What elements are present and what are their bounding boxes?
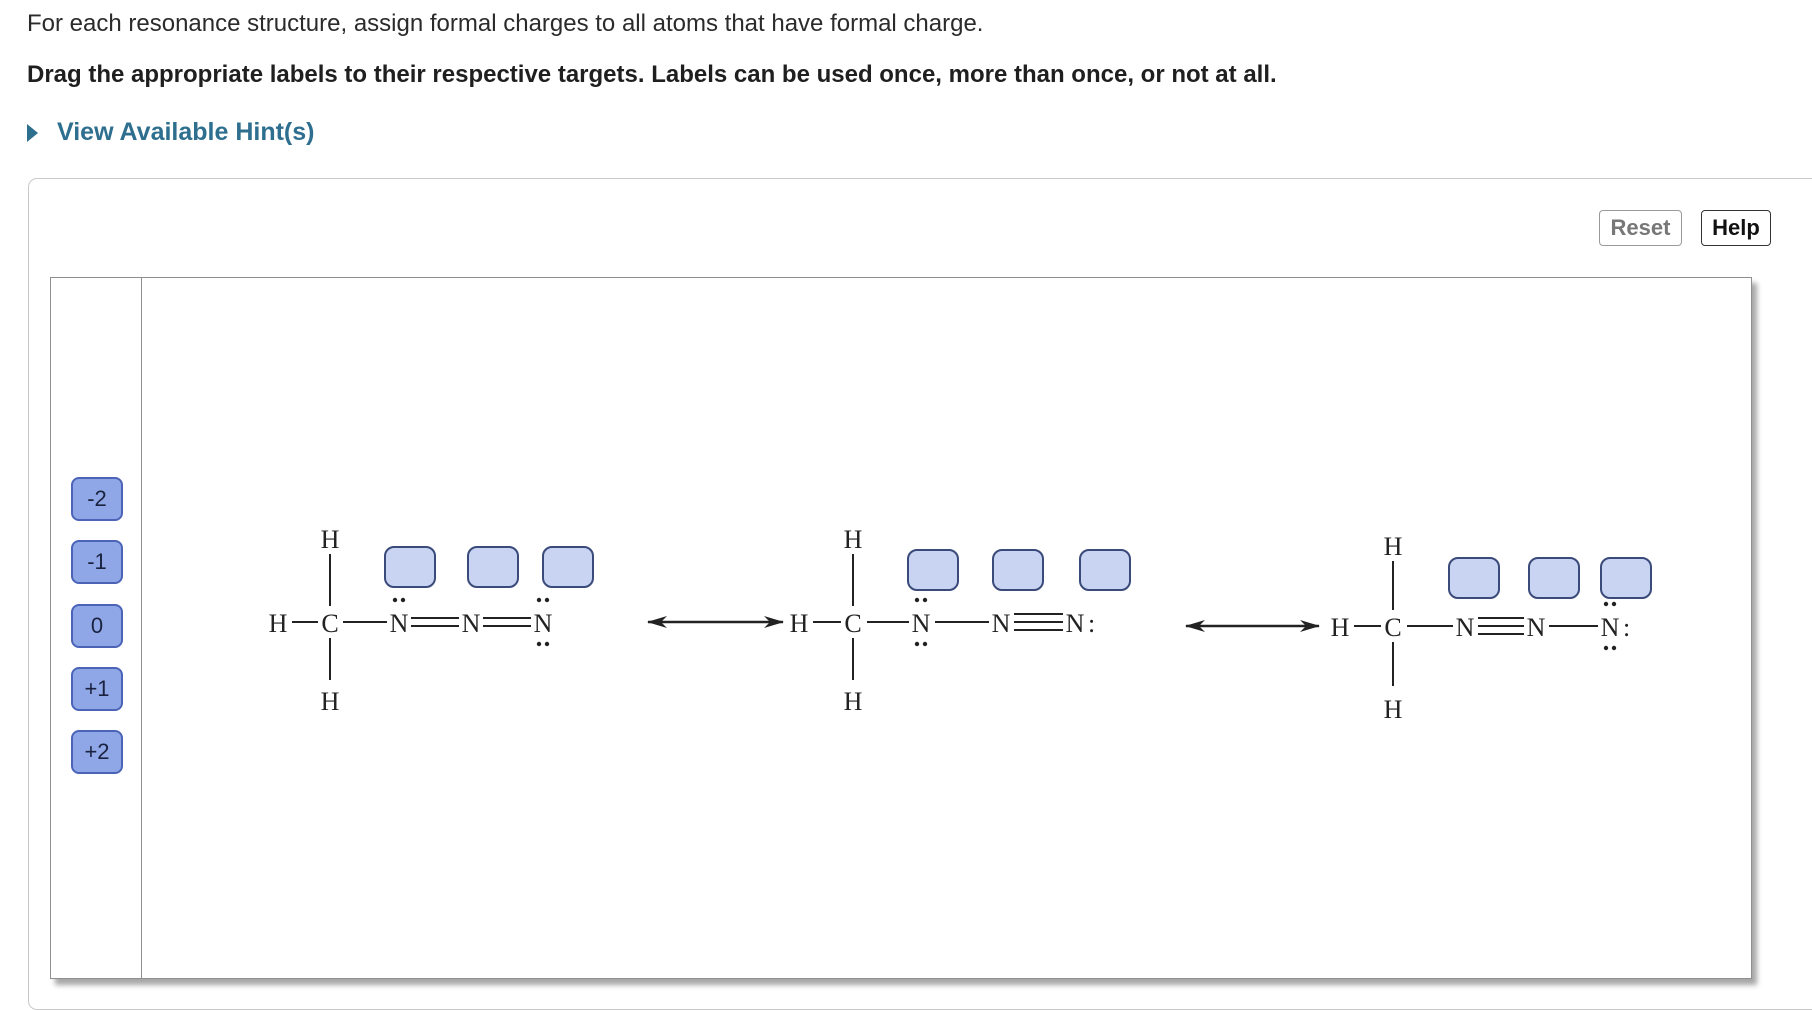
charge-target[interactable]	[907, 549, 959, 591]
reset-button[interactable]: Reset	[1599, 210, 1682, 246]
charge-target[interactable]	[1600, 557, 1652, 599]
label-palette: -2 -1 0 +1 +2	[51, 278, 142, 978]
atom-h: H	[790, 609, 809, 638]
help-button[interactable]: Help	[1701, 210, 1771, 246]
atom-n: N	[390, 609, 409, 638]
atom-c: C	[1384, 613, 1401, 642]
caret-right-icon	[27, 123, 38, 142]
atom-n: N	[912, 609, 931, 638]
resonance-structure-2: H C H H N N N :	[790, 525, 1131, 716]
drag-drop-workspace: -2 -1 0 +1 +2 H C H	[50, 277, 1752, 979]
charge-target[interactable]	[384, 546, 436, 588]
structure-canvas: H C H H N N N	[143, 278, 1751, 978]
atom-h: H	[1331, 613, 1350, 642]
atom-n: N	[534, 609, 553, 638]
resonance-structure-3: H C H H N N N :	[1331, 532, 1652, 724]
label-minus-1[interactable]: -1	[71, 540, 123, 584]
atom-h: H	[844, 687, 863, 716]
atom-c: C	[321, 609, 338, 638]
atom-h: H	[1384, 532, 1403, 561]
drag-instruction-text: Drag the appropriate labels to their res…	[27, 61, 1277, 88]
charge-target[interactable]	[467, 546, 519, 588]
atom-n: N	[462, 609, 481, 638]
charge-target[interactable]	[992, 549, 1044, 591]
lone-pair: :	[1623, 613, 1630, 642]
atom-n: N	[1456, 613, 1475, 642]
atom-h: H	[269, 609, 288, 638]
atom-c: C	[844, 609, 861, 638]
view-hints-label: View Available Hint(s)	[57, 118, 315, 146]
atom-h: H	[844, 525, 863, 554]
charge-target[interactable]	[1528, 557, 1580, 599]
label-zero[interactable]: 0	[71, 604, 123, 648]
atom-h: H	[1384, 695, 1403, 724]
charge-target[interactable]	[1079, 549, 1131, 591]
atom-n: N	[1527, 613, 1546, 642]
resonance-structures: H C H H N N N	[269, 525, 1652, 724]
label-plus-2[interactable]: +2	[71, 730, 123, 774]
charge-target[interactable]	[542, 546, 594, 588]
atom-h: H	[321, 525, 340, 554]
label-plus-1[interactable]: +1	[71, 667, 123, 711]
atom-n: N	[1066, 609, 1085, 638]
charge-target[interactable]	[1448, 557, 1500, 599]
instruction-text: For each resonance structure, assign for…	[27, 10, 984, 37]
atom-n: N	[1601, 613, 1620, 642]
atom-h: H	[321, 687, 340, 716]
atom-n: N	[992, 609, 1011, 638]
label-minus-2[interactable]: -2	[71, 477, 123, 521]
lone-pair: :	[1088, 609, 1095, 638]
resonance-structure-1: H C H H N N N	[269, 525, 594, 716]
view-hints-link[interactable]: View Available Hint(s)	[27, 118, 314, 147]
